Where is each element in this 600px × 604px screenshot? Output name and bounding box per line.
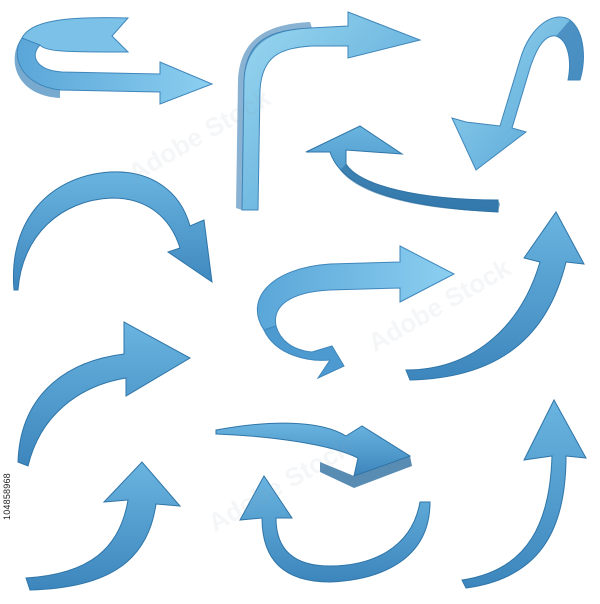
up-then-right-arrow-icon [236,11,422,211]
curved-up-left-arrow-icon [305,125,500,213]
rising-up-right-arrow-icon [405,211,585,381]
u-turn-up-arrow-icon [239,475,431,583]
flip-down-arrow-icon [451,16,584,171]
looping-right-arrow-icon [14,17,214,105]
curved-right-arrow-icon [17,321,192,467]
ribbon-right-arrow-icon [256,245,456,380]
stock-id-label: 104858968 [2,473,12,520]
arc-down-right-arrow-icon [12,171,213,291]
curved-up-arrow-icon [25,461,182,591]
tall-up-arrow-icon [461,398,587,589]
swoosh-down-right-arrow-icon [215,422,412,488]
